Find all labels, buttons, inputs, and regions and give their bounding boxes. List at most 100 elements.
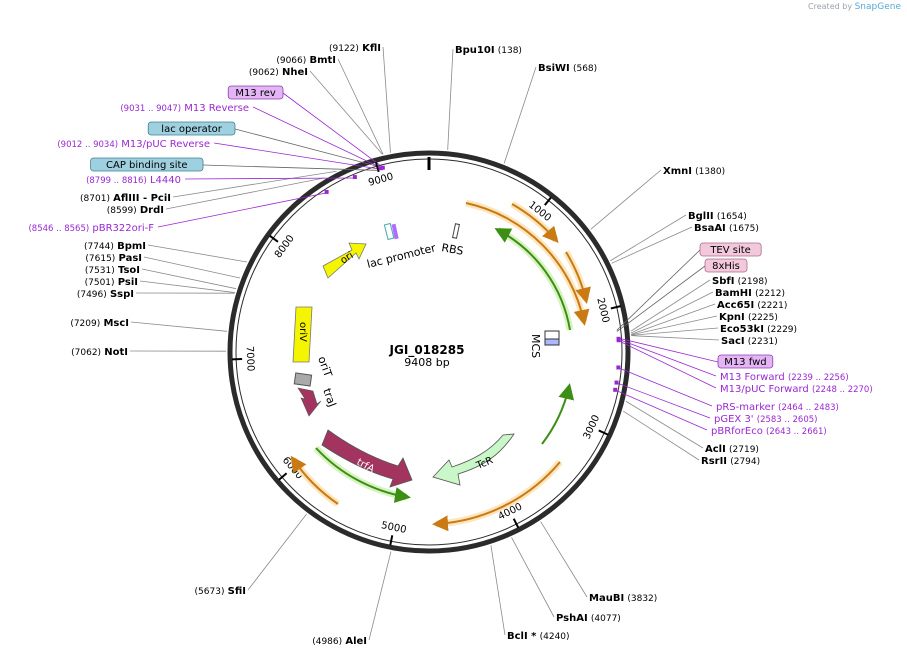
enzyme-site[interactable]: (8599) DrdI	[107, 205, 164, 216]
enzyme-name: Eco53kI	[720, 324, 764, 335]
primer-name: pRS-marker	[716, 402, 776, 413]
enzyme-site[interactable]: (7501) PsiI	[85, 277, 138, 288]
feature-leader	[234, 128, 385, 169]
primer-site[interactable]: (8799 .. 8816) L4440	[86, 175, 181, 186]
primer-name: M13/pUC Reverse	[121, 139, 210, 150]
primer-site[interactable]: pBRforEco (2643 .. 2661)	[711, 426, 827, 437]
primer-site[interactable]: (8546 .. 8565) pBR322ori-F	[28, 223, 154, 234]
lac-operator-feature[interactable]	[391, 223, 399, 240]
enzyme-site[interactable]: PshAI (4077)	[556, 613, 621, 624]
primer-site-mark	[614, 380, 619, 385]
enzyme-leader	[540, 521, 588, 598]
trfa-feature[interactable]	[321, 429, 413, 488]
ring-tick	[598, 429, 609, 436]
primer-site[interactable]: M13/pUC Forward (2248 .. 2270)	[720, 384, 873, 395]
enzyme-site[interactable]: SacI (2231)	[721, 336, 778, 347]
enzyme-leader	[139, 280, 235, 293]
enzyme-name: BamHI	[715, 288, 752, 299]
feature-box[interactable]	[699, 242, 762, 257]
enzyme-leader	[165, 177, 325, 210]
enzyme-site[interactable]: (9062) NheI	[249, 67, 308, 78]
enzyme-site[interactable]: (7615) PasI	[85, 253, 142, 264]
feature-box[interactable]	[227, 85, 284, 100]
enzyme-site[interactable]: (7744) BpmI	[84, 241, 146, 252]
feature-box[interactable]	[147, 121, 236, 136]
enzyme-position: (8599)	[107, 206, 137, 216]
enzyme-name: SacI	[721, 336, 745, 347]
orf-arc-8	[315, 447, 411, 503]
enzyme-site[interactable]: BamHI (2212)	[715, 288, 785, 299]
primer-leader	[617, 338, 717, 377]
enzyme-site[interactable]: AclI (2719)	[705, 444, 759, 455]
orf-arc-7	[290, 455, 339, 505]
enzyme-name: Bpu10I	[455, 45, 495, 56]
enzyme-name: KflI	[362, 43, 381, 54]
enzyme-site[interactable]: (5673) SfiI	[195, 586, 246, 597]
enzyme-position: (3832)	[627, 594, 657, 604]
enzyme-site[interactable]: (8701) AflIII - PciI	[80, 193, 171, 204]
feature-box[interactable]	[704, 258, 748, 273]
enzyme-name: SbfI	[712, 276, 734, 287]
tcr-feature[interactable]	[432, 433, 515, 486]
enzyme-leader	[147, 244, 248, 263]
enzyme-site[interactable]: BsiWI (568)	[538, 63, 597, 74]
enzyme-site[interactable]: Bpu10I (138)	[455, 45, 522, 56]
enzyme-site[interactable]: RsrII (2794)	[701, 456, 760, 467]
credit-prefix: Created by	[808, 2, 853, 11]
lac-promoter-feature[interactable]	[383, 222, 395, 241]
enzyme-leader	[631, 303, 716, 335]
enzyme-site[interactable]: BsaAI (1675)	[694, 223, 759, 234]
rbs-feature[interactable]	[451, 223, 461, 239]
primer-site[interactable]: (9012 .. 9034) M13/pUC Reverse	[57, 139, 210, 150]
primer-site-mark	[378, 166, 383, 171]
primer-site[interactable]: M13 Forward (2239 .. 2256)	[720, 372, 849, 383]
enzyme-position: (1654)	[717, 212, 747, 222]
enzyme-site[interactable]: (7209) MscI	[70, 318, 129, 329]
enzyme-leader	[309, 70, 383, 155]
feature-box[interactable]	[90, 157, 204, 172]
mcs-label: MCS	[529, 334, 542, 358]
enzyme-site[interactable]: (7062) NotI	[71, 347, 128, 358]
mcs-feature[interactable]	[544, 330, 560, 340]
enzyme-leader	[337, 58, 384, 155]
snapgene-credit: Created by SnapGene	[808, 2, 901, 12]
backbone-ring	[227, 150, 631, 554]
enzyme-position: (7062)	[71, 348, 101, 358]
enzyme-site[interactable]: (7531) TsoI	[85, 265, 140, 276]
primer-range: (8799 .. 8816)	[86, 176, 147, 186]
enzyme-site[interactable]: Eco53kI (2229)	[720, 324, 797, 335]
primer-name: pGEX 3'	[714, 414, 754, 425]
enzyme-site[interactable]: KpnI (2225)	[719, 312, 778, 323]
oriv-label: oriV	[297, 322, 308, 342]
enzyme-site[interactable]: Acc65I (2221)	[717, 300, 787, 311]
enzyme-name: MauBI	[589, 593, 624, 604]
enzyme-position: (7744)	[84, 242, 114, 252]
enzyme-site[interactable]: BglII (1654)	[688, 211, 747, 222]
ori-feature[interactable]	[322, 242, 367, 279]
enzyme-site[interactable]: (7496) SspI	[77, 289, 134, 300]
enzyme-name: TsoI	[118, 265, 140, 276]
traj-feature[interactable]	[297, 387, 322, 417]
enzyme-site[interactable]: MauBI (3832)	[589, 593, 657, 604]
feature-box[interactable]	[717, 354, 774, 369]
oriv-feature[interactable]	[292, 306, 313, 363]
enzyme-leader	[630, 291, 714, 334]
enzyme-site[interactable]: (9122) KflI	[329, 43, 381, 54]
enzyme-site[interactable]: (4986) AleI	[312, 636, 367, 647]
orf-arc-6	[432, 461, 561, 532]
ring-tick	[375, 161, 380, 173]
enzyme-site[interactable]: XmnI (1380)	[663, 166, 725, 177]
enzyme-position: (7531)	[85, 266, 115, 276]
primer-site[interactable]: pGEX 3' (2583 .. 2605)	[714, 414, 817, 425]
primer-site[interactable]: pRS-marker (2464 .. 2483)	[716, 402, 839, 413]
enzyme-site[interactable]: BclI * (4240)	[507, 631, 570, 642]
mcs-tag-box	[544, 338, 560, 346]
enzyme-site[interactable]: (9066) BmtI	[276, 55, 336, 66]
primer-leader	[252, 106, 384, 170]
enzyme-site[interactable]: SbfI (2198)	[712, 276, 768, 287]
plasmid-size: 9408 bp	[404, 356, 449, 369]
orit-feature[interactable]	[293, 372, 313, 387]
enzyme-position: (7496)	[77, 290, 107, 300]
enzyme-position: (4986)	[312, 637, 342, 647]
primer-site[interactable]: (9031 .. 9047) M13 Reverse	[120, 103, 249, 114]
